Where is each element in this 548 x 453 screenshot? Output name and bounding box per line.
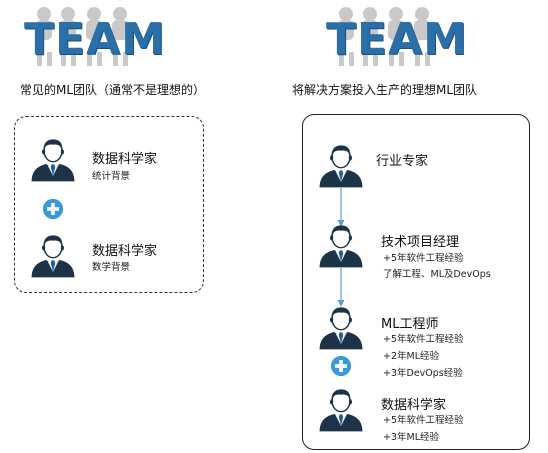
left-panel-box [14, 116, 204, 293]
person-icon [316, 386, 366, 432]
person-icon [316, 222, 366, 268]
member-role: 数据科学家 [381, 398, 447, 413]
team-logo-left [36, 7, 128, 66]
member-detail: +5年软件工程经验 [383, 415, 464, 426]
member-detail: 统计背景 [92, 171, 131, 182]
plus-icon [330, 355, 352, 377]
right-panel-title: 将解决方案投入生产的理想ML团队 [292, 83, 478, 97]
arrow-down-icon [337, 268, 345, 307]
person-icon [28, 232, 78, 278]
team-logo-right [338, 7, 430, 66]
right-panel-box [302, 114, 530, 450]
person-icon [316, 142, 366, 188]
member-role: 数据科学家 [92, 244, 158, 259]
member-detail: 数学背景 [92, 262, 131, 273]
member-detail: 了解工程、ML及DevOps [383, 269, 491, 280]
arrow-down-icon [337, 188, 345, 227]
member-role: ML工程师 [381, 317, 439, 332]
member-detail: +3年ML经验 [383, 432, 439, 443]
member-detail: +5年软件工程经验 [383, 334, 464, 345]
team-logo-right-text: TEAM [326, 14, 468, 65]
member-detail: +5年软件工程经验 [383, 253, 464, 264]
person-icon [28, 136, 78, 182]
member-role: 行业专家 [376, 154, 429, 169]
person-icon [316, 304, 366, 350]
plus-icon [42, 198, 64, 220]
member-role: 数据科学家 [92, 152, 158, 167]
member-role: 技术项目经理 [381, 235, 460, 250]
left-panel-title: 常见的ML团队（通常不是理想的） [20, 83, 206, 97]
team-logo-left-text: TEAM [24, 14, 166, 65]
member-detail: +2年ML经验 [383, 351, 439, 362]
member-detail: +3年DevOps经验 [383, 368, 463, 379]
